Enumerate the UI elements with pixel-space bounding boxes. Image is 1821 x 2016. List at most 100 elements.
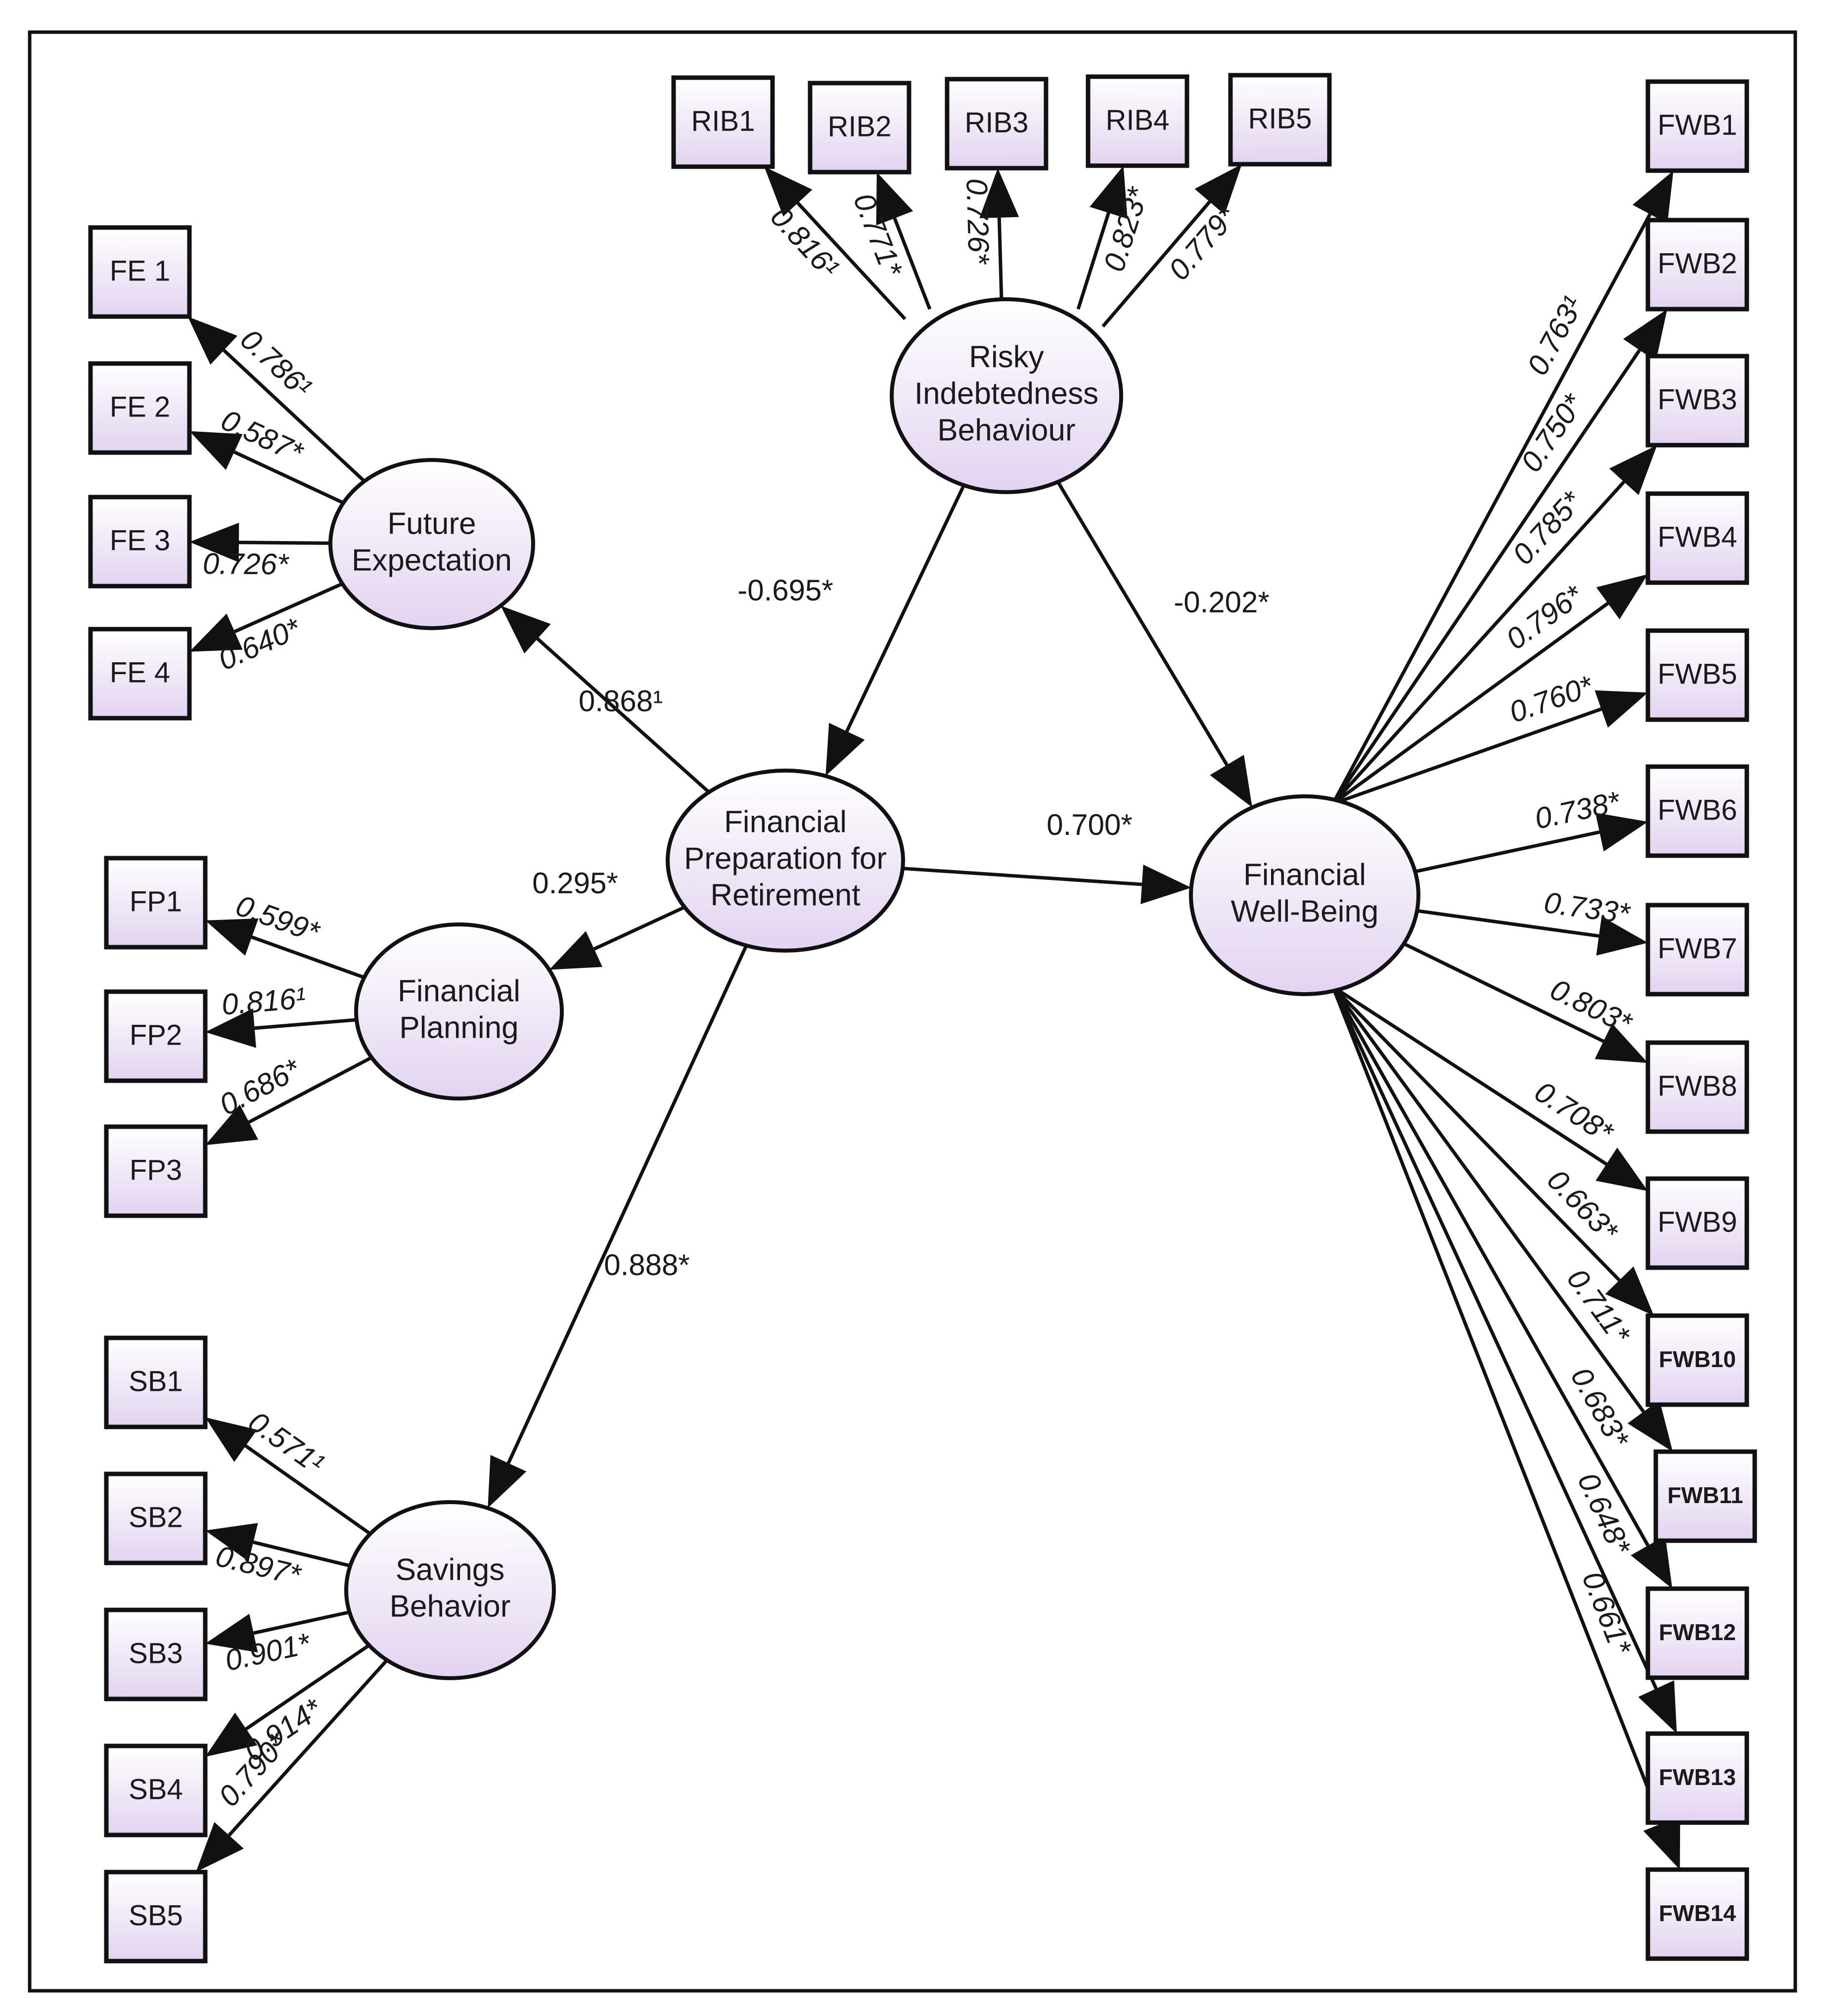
fwb-loading-9-line [1332,985,1608,1166]
indicator-box-rib-3 [945,77,1048,171]
indicator-box-fwb-8 [1645,1040,1749,1134]
indicator-label-sb-5: SB5 [129,1899,183,1931]
fe-loading-4-line [233,582,343,634]
fwb-loading-10-line [1331,985,1621,1282]
path-label-rib-fpr: -0.695* [737,574,833,607]
indicator-box-fe-2 [88,361,192,455]
indicator-label-fp-2: FP2 [130,1019,182,1051]
fe-loading-1-arrowhead [187,317,237,365]
latent-rib-label-line-2: Indebtedness [914,376,1098,411]
fe-loading-2-arrowhead [189,431,243,470]
indicator-label-fwb-6: FWB6 [1657,794,1737,826]
path-fpr-sb-arrowhead [488,1455,527,1509]
latent-fe-label-line-1: Future [387,506,476,541]
fe-loading-4-arrowhead [189,613,243,652]
indicator-label-rib-2: RIB2 [828,110,892,142]
fwb-loading-12-line [1331,986,1650,1547]
rib-loading-1-arrowhead [764,167,813,217]
path-rib-fpr-arrowhead [825,723,865,776]
latent-fpr-label-line-3: Retirement [710,878,860,912]
path-fpr-fe-arrowhead [501,605,551,654]
indicator-label-fwb-5: FWB5 [1657,658,1737,690]
indicator-box-fwb-7 [1645,903,1749,997]
sb-loading-4-arrowhead [205,1712,258,1757]
fwb-loading-9-arrowhead [1595,1147,1648,1191]
path-fpr-fp-line [593,905,685,951]
latent-fp [354,922,564,1100]
indicator-label-fe-4: FE 4 [110,656,171,688]
sb-loading-2-line [253,1540,351,1568]
fwb-loading-2-arrowhead [1623,309,1668,362]
indicator-label-fwb-7: FWB7 [1657,932,1737,964]
indicator-box-fp-2 [104,989,208,1083]
sb-loading-2-arrowhead [205,1523,258,1561]
path-fpr-fwb-arrowhead [1140,865,1191,904]
indicator-box-fwb-4 [1645,491,1749,585]
latent-sb-label-line-2: Behavior [390,1589,511,1623]
fe-loading-label-3: 0.726* [203,547,290,581]
latent-rib [890,297,1123,494]
sb-loading-1-arrowhead [205,1417,257,1462]
indicator-box-fp-1 [104,856,208,950]
fwb-loading-10-arrowhead [1605,1266,1654,1316]
path-label-fpr-sb: 0.888* [604,1248,690,1282]
indicator-label-fwb-11: FWB11 [1667,1482,1743,1508]
indicator-box-fe-3 [88,495,192,589]
latent-fpr-label-line-2: Preparation for [684,841,887,875]
fwb-loading-11-line [1331,985,1645,1413]
fwb-loading-3-arrowhead [1609,445,1657,495]
indicator-label-fwb-10: FWB10 [1659,1346,1736,1372]
rib-loading-4-line [1076,212,1110,310]
indicator-label-sb-3: SB3 [129,1637,183,1669]
indicator-box-fwb-11 [1653,1449,1757,1543]
rib-loading-2-arrowhead [876,172,913,226]
fe-loading-3-arrowhead [189,522,239,562]
fwb-loading-14-line [1331,986,1664,1825]
fwb-loading-1-arrowhead [1633,171,1674,224]
indicator-box-sb-3 [104,1607,208,1701]
fwb-loading-7-arrowhead [1596,916,1648,956]
fwb-loading-4-line [1331,601,1609,805]
indicator-label-fe-2: FE 2 [110,391,171,423]
path-label-rib-fwb: -0.202* [1174,586,1269,619]
latent-fpr-label-line-1: Financial [724,805,847,839]
fwb-loading-7-line [1416,909,1599,938]
fp-loading-1-arrowhead [205,918,259,956]
fp-loading-2-arrowhead [205,1008,256,1048]
fwb-loading-6-line [1414,830,1600,873]
fwb-loading-5-line [1332,707,1602,806]
indicator-label-fp-3: FP3 [130,1154,182,1186]
path-rib-fwb-arrowhead [1210,755,1252,808]
path-label-fpr-fwb: 0.700* [1047,808,1133,841]
fwb-loading-12-arrowhead [1631,1536,1673,1589]
indicator-box-rib-4 [1086,74,1189,168]
indicator-label-fwb-9: FWB9 [1657,1206,1737,1238]
indicator-label-fwb-3: FWB3 [1657,383,1737,415]
latent-rib-label-line-1: Risky [969,340,1044,374]
edges-layer [223,200,1664,1837]
fwb-loading-8-line [1403,942,1604,1043]
fwb-loading-3-line [1331,480,1626,805]
indicator-box-fwb-5 [1645,628,1749,722]
sb-loading-1-line [244,1444,371,1535]
fp-loading-2-line [254,1018,357,1030]
path-rib-fpr-line [845,484,966,733]
rib-loading-label-3: 0.726* [960,178,996,266]
indicator-label-rib-1: RIB1 [691,105,755,137]
latent-fwb-label-line-1: Financial [1243,858,1366,892]
sb-loading-5-arrowhead [196,1822,244,1872]
latent-fwb [1189,794,1420,996]
fp-loading-3-arrowhead [205,1104,259,1145]
indicator-label-fe-1: FE 1 [110,255,171,287]
indicator-box-fe-1 [88,225,192,319]
latent-sb [344,1500,556,1680]
fwb-loading-8-arrowhead [1594,1023,1648,1063]
fwb-loading-1-line [1331,213,1652,805]
rib-loading-1-line [796,202,907,321]
indicator-label-sb-2: SB2 [129,1501,183,1533]
indicator-box-fwb-9 [1645,1176,1749,1270]
path-label-fpr-fe: 0.868¹ [579,685,663,718]
path-rib-fwb-line [1056,481,1229,766]
